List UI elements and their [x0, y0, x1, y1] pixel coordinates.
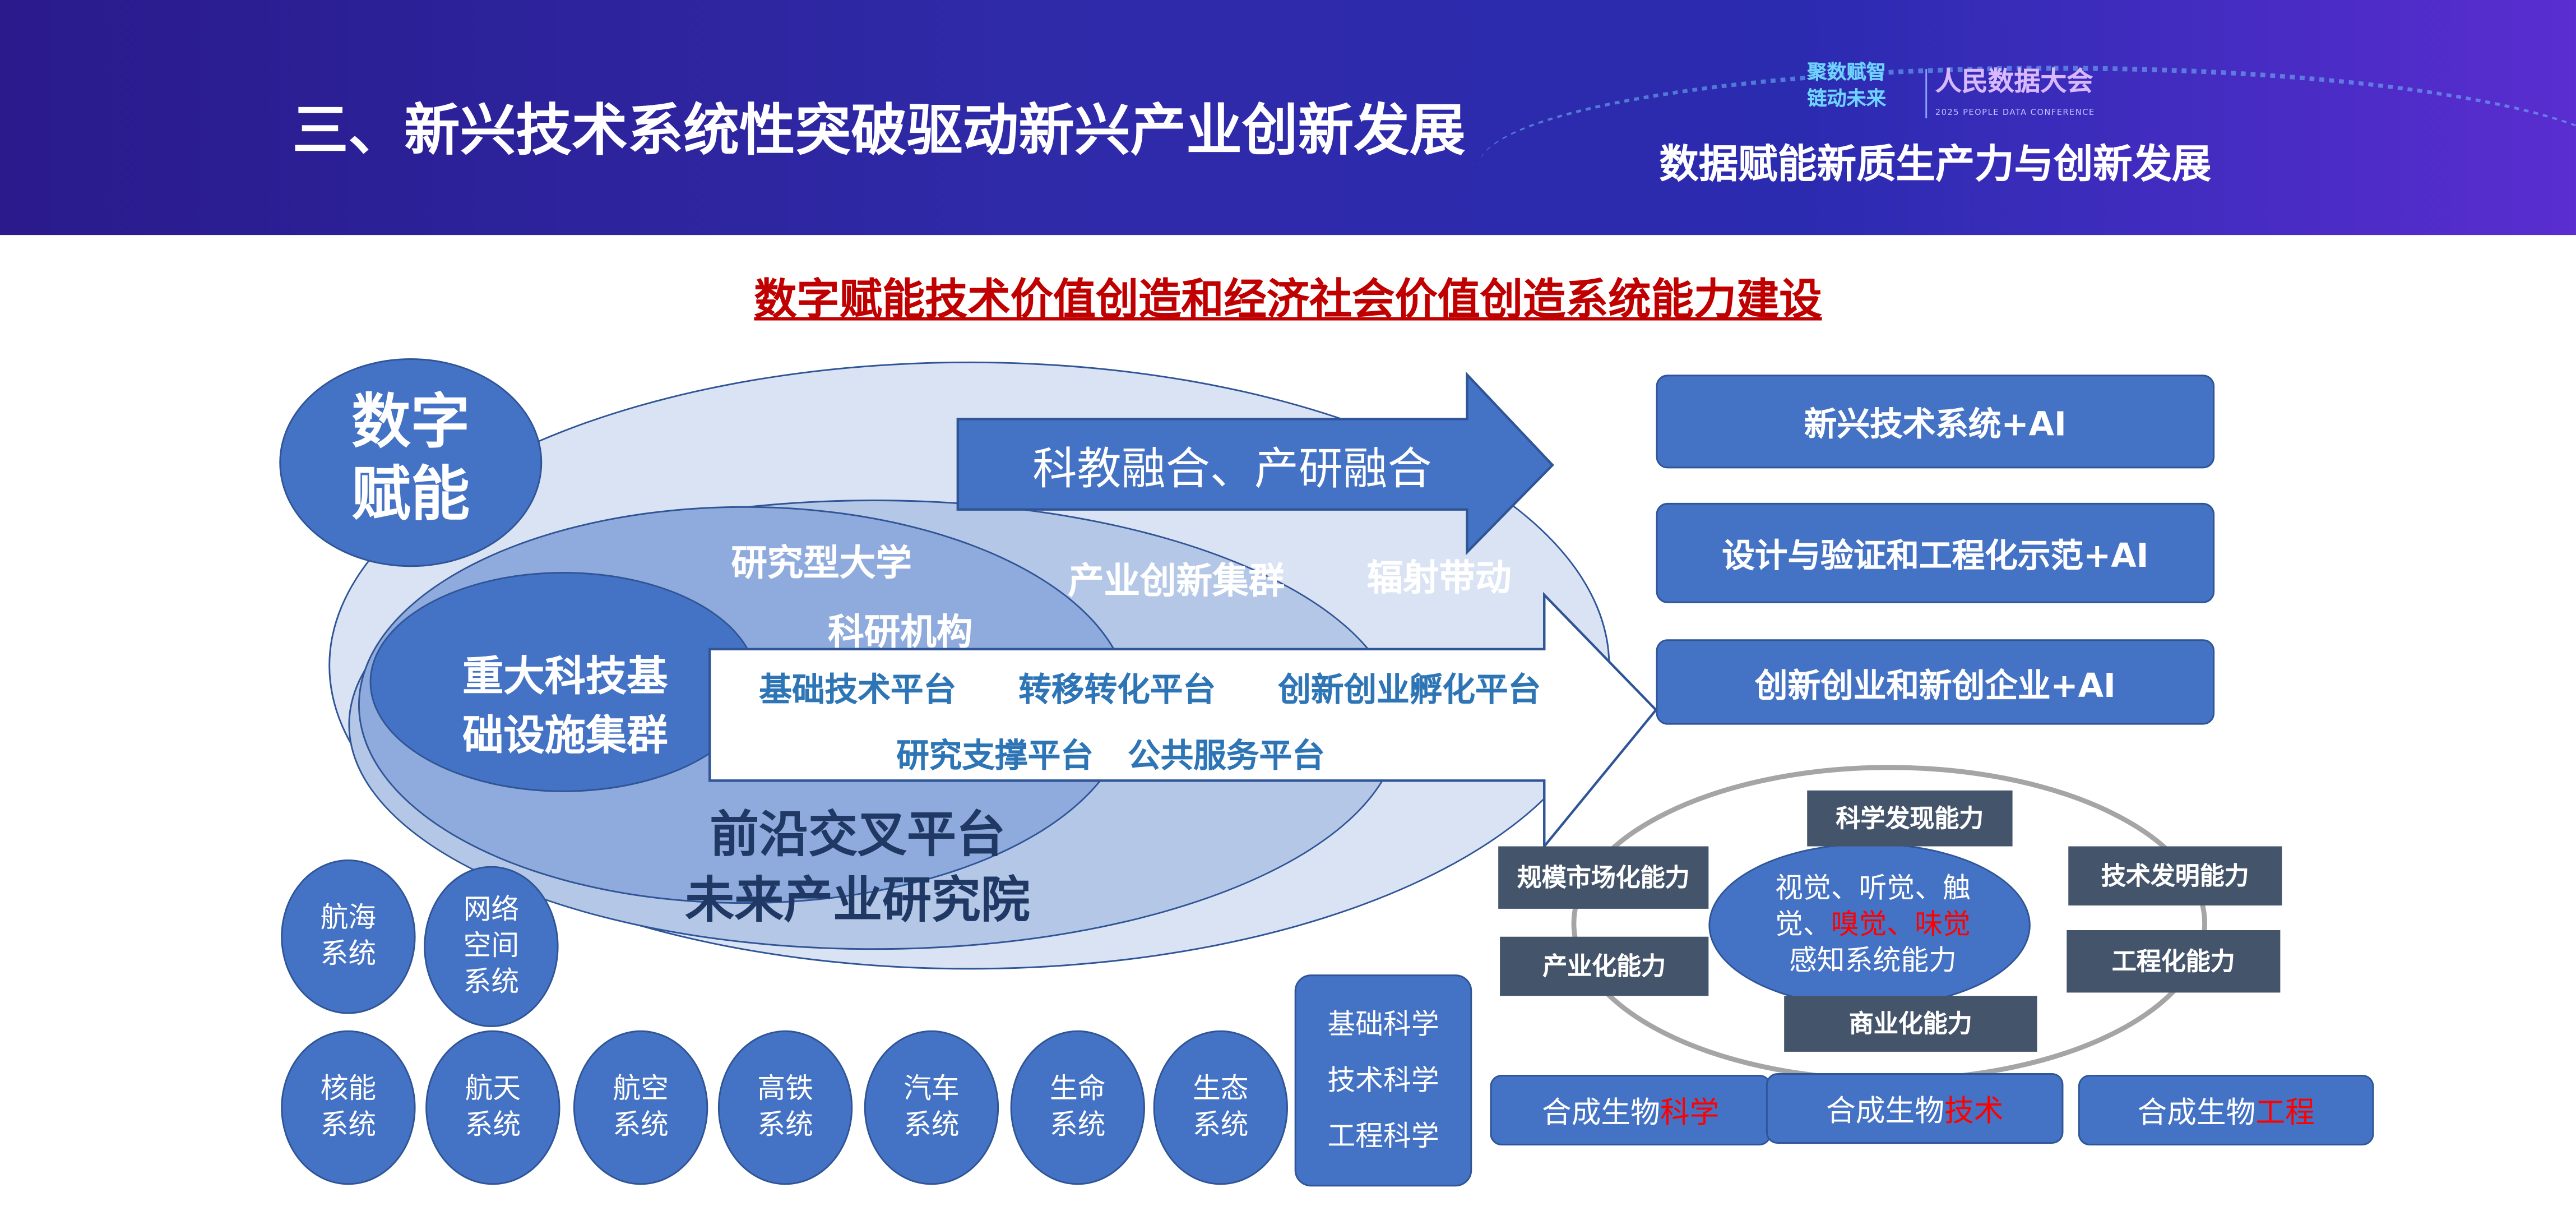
system-life: 生命系统: [1010, 1030, 1145, 1185]
header-banner: 三、新兴技术系统性突破驱动新兴产业创新发展 聚数赋智链动未来 人民数据大会 20…: [0, 0, 2576, 235]
system-aerospace: 航天系统: [425, 1030, 560, 1185]
section-heading: 数字赋能技术价值创造和经济社会价值创造系统能力建设: [0, 266, 2576, 327]
science-basic: 基础科学: [1327, 1008, 1439, 1041]
radiate-label: 辐射带动: [1366, 558, 1512, 600]
right-box-design-verify: 设计与验证和工程化示范+AI: [1656, 502, 2215, 603]
logo-divider: [1925, 69, 1928, 119]
logo-subtext: 2025 PEOPLE DATA CONFERENCE: [1935, 108, 2095, 119]
platform-arrow: [708, 591, 1658, 850]
infrastructure-label: 重大科技基础设施集群: [462, 652, 668, 760]
digital-empower-ellipse: [279, 358, 543, 567]
system-automotive: 汽车系统: [864, 1030, 999, 1185]
capability-tech-invention: 技术发明能力: [2068, 846, 2282, 906]
system-ecology: 生态系统: [1153, 1030, 1288, 1185]
system-aviation: 航空系统: [573, 1030, 708, 1185]
synbio-engineering: 合成生物工程: [2078, 1074, 2374, 1145]
future-institute-label: 未来产业研究院: [685, 872, 1030, 931]
capability-commercialization: 商业化能力: [1784, 996, 2037, 1052]
system-high-speed-rail: 高铁系统: [717, 1030, 853, 1185]
logo-slogan: 聚数赋智链动未来: [1807, 59, 1906, 112]
science-technical: 技术科学: [1327, 1064, 1439, 1097]
frontier-platform-label: 前沿交叉平台: [710, 807, 1006, 865]
right-box-startups: 创新创业和新创企业+AI: [1656, 639, 2215, 725]
slide-title: 三、新兴技术系统性突破驱动新兴产业创新发展: [292, 98, 1466, 165]
platforms-row-2: 研究支撑平台 公共服务平台: [896, 735, 1325, 775]
conference-subtitle: 数据赋能新质生产力与创新发展: [1659, 141, 2212, 188]
synbio-technology: 合成生物技术: [1766, 1073, 2064, 1144]
perception-label: 视觉、听觉、触 觉、嗅觉、味觉 感知系统能力: [1775, 872, 1971, 978]
system-cyberspace: 网络空间系统: [424, 866, 559, 1027]
capability-industrialization: 产业化能力: [1500, 936, 1709, 996]
decorative-wave: [1478, 66, 2576, 235]
right-box-emerging-tech: 新兴技术系统+AI: [1656, 375, 2215, 469]
sciences-box: 基础科学 技术科学 工程科学: [1294, 974, 1472, 1187]
synbio-science: 合成生物科学: [1490, 1074, 1771, 1145]
top-arrow-label: 科教融合、产研融合: [1032, 444, 1432, 496]
system-nuclear: 核能系统: [281, 1030, 416, 1185]
logo-slogan-2: 链动未来: [1807, 87, 1886, 110]
research-university-label: 研究型大学: [731, 544, 912, 585]
capability-science-discovery: 科学发现能力: [1807, 790, 2013, 847]
top-arrow: [956, 371, 1554, 556]
logo-slogan-1: 聚数赋智: [1807, 61, 1886, 84]
platforms-row-1: 基础技术平台 转移转化平台 创新创业孵化平台: [759, 669, 1541, 709]
capability-engineering: 工程化能力: [2067, 930, 2281, 993]
section-heading-text: 数字赋能技术价值创造和经济社会价值创造系统能力建设: [754, 276, 1822, 326]
capability-market-scale: 规模市场化能力: [1498, 846, 1709, 909]
infrastructure-ellipse: [369, 572, 758, 792]
digital-empower-label: 数字赋能: [351, 389, 470, 529]
science-engineering: 工程科学: [1327, 1120, 1439, 1153]
research-institute-label: 科研机构: [828, 613, 973, 654]
perception-ellipse: [1708, 843, 2031, 1008]
industry-cluster-label: 产业创新集群: [1068, 562, 1285, 603]
system-navigation: 航海系统: [281, 859, 416, 1014]
logo-name: 人民数据大会: [1935, 66, 2093, 97]
